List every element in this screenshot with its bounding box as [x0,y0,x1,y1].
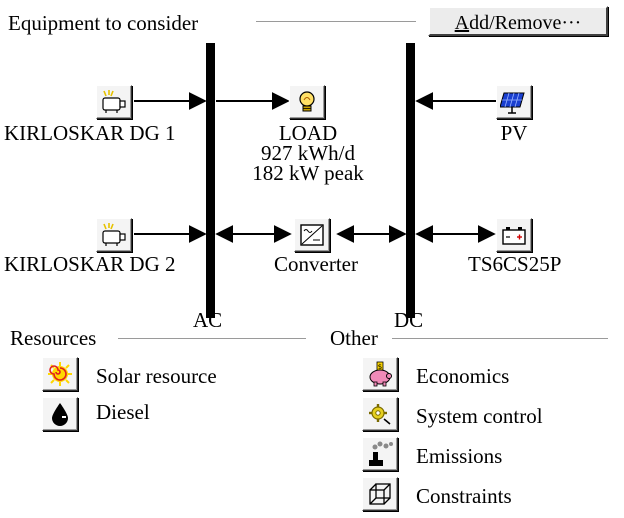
diesel-label: Diesel [96,400,150,424]
generator-icon [102,90,126,113]
system-control-label: System control [416,404,543,428]
solar-panel-icon [500,92,525,114]
other-section-title: Other [330,327,384,349]
load-component-button[interactable] [289,85,325,119]
solar-resource-label: Solar resource [96,364,217,388]
load-label: LOAD [278,121,338,145]
diesel-resource-button[interactable] [42,397,78,431]
system-control-button[interactable] [362,397,398,431]
dg1-component-button[interactable] [96,85,132,119]
pv-component-button[interactable] [496,85,532,119]
dc-bus-label: DC [394,308,424,332]
load-peak-value: 182 kW peak [252,161,364,185]
add-remove-button[interactable]: Add/Remove··· [428,6,608,36]
fuel-drop-icon [52,403,68,426]
piggy-bank-icon: $ [369,361,392,387]
constraints-button[interactable] [362,477,398,511]
resources-section-title: Resources [10,327,103,349]
emissions-label: Emissions [416,444,503,468]
control-gear-icon [369,404,391,425]
generator-icon [102,223,126,246]
ac-bus-label: AC [193,308,223,332]
ac-bus [206,43,215,318]
svg-text:$: $ [378,363,382,371]
lightbulb-icon [299,91,315,112]
emissions-button[interactable] [362,437,398,471]
dg1-label: KIRLOSKAR DG 1 [4,121,176,145]
load-energy-value: 927 kWh/d [261,141,355,165]
economics-button[interactable]: $ [362,357,398,391]
battery-component-button[interactable] [496,218,532,252]
sun-icon [48,362,72,386]
economics-label: Economics [416,364,510,388]
equipment-section-title: Equipment to consider [8,12,205,34]
converter-icon [300,224,324,246]
equipment-divider [256,21,416,23]
battery-label: TS6CS25P [468,252,562,276]
dg2-component-button[interactable] [96,218,132,252]
cube-icon [369,483,391,505]
pv-label: PV [500,121,528,145]
constraints-label: Constraints [416,484,512,508]
resources-divider [118,338,306,340]
dg2-label: KIRLOSKAR DG 2 [4,252,176,276]
converter-component-button[interactable] [294,218,330,252]
converter-label: Converter [274,252,358,276]
battery-icon [502,227,526,245]
dc-bus [406,43,415,318]
add-remove-accelerator: A [454,12,470,34]
add-remove-label: dd/Remove··· [469,12,582,34]
other-divider [392,338,608,340]
smokestack-icon [369,441,393,466]
solar-resource-button[interactable] [42,357,78,391]
